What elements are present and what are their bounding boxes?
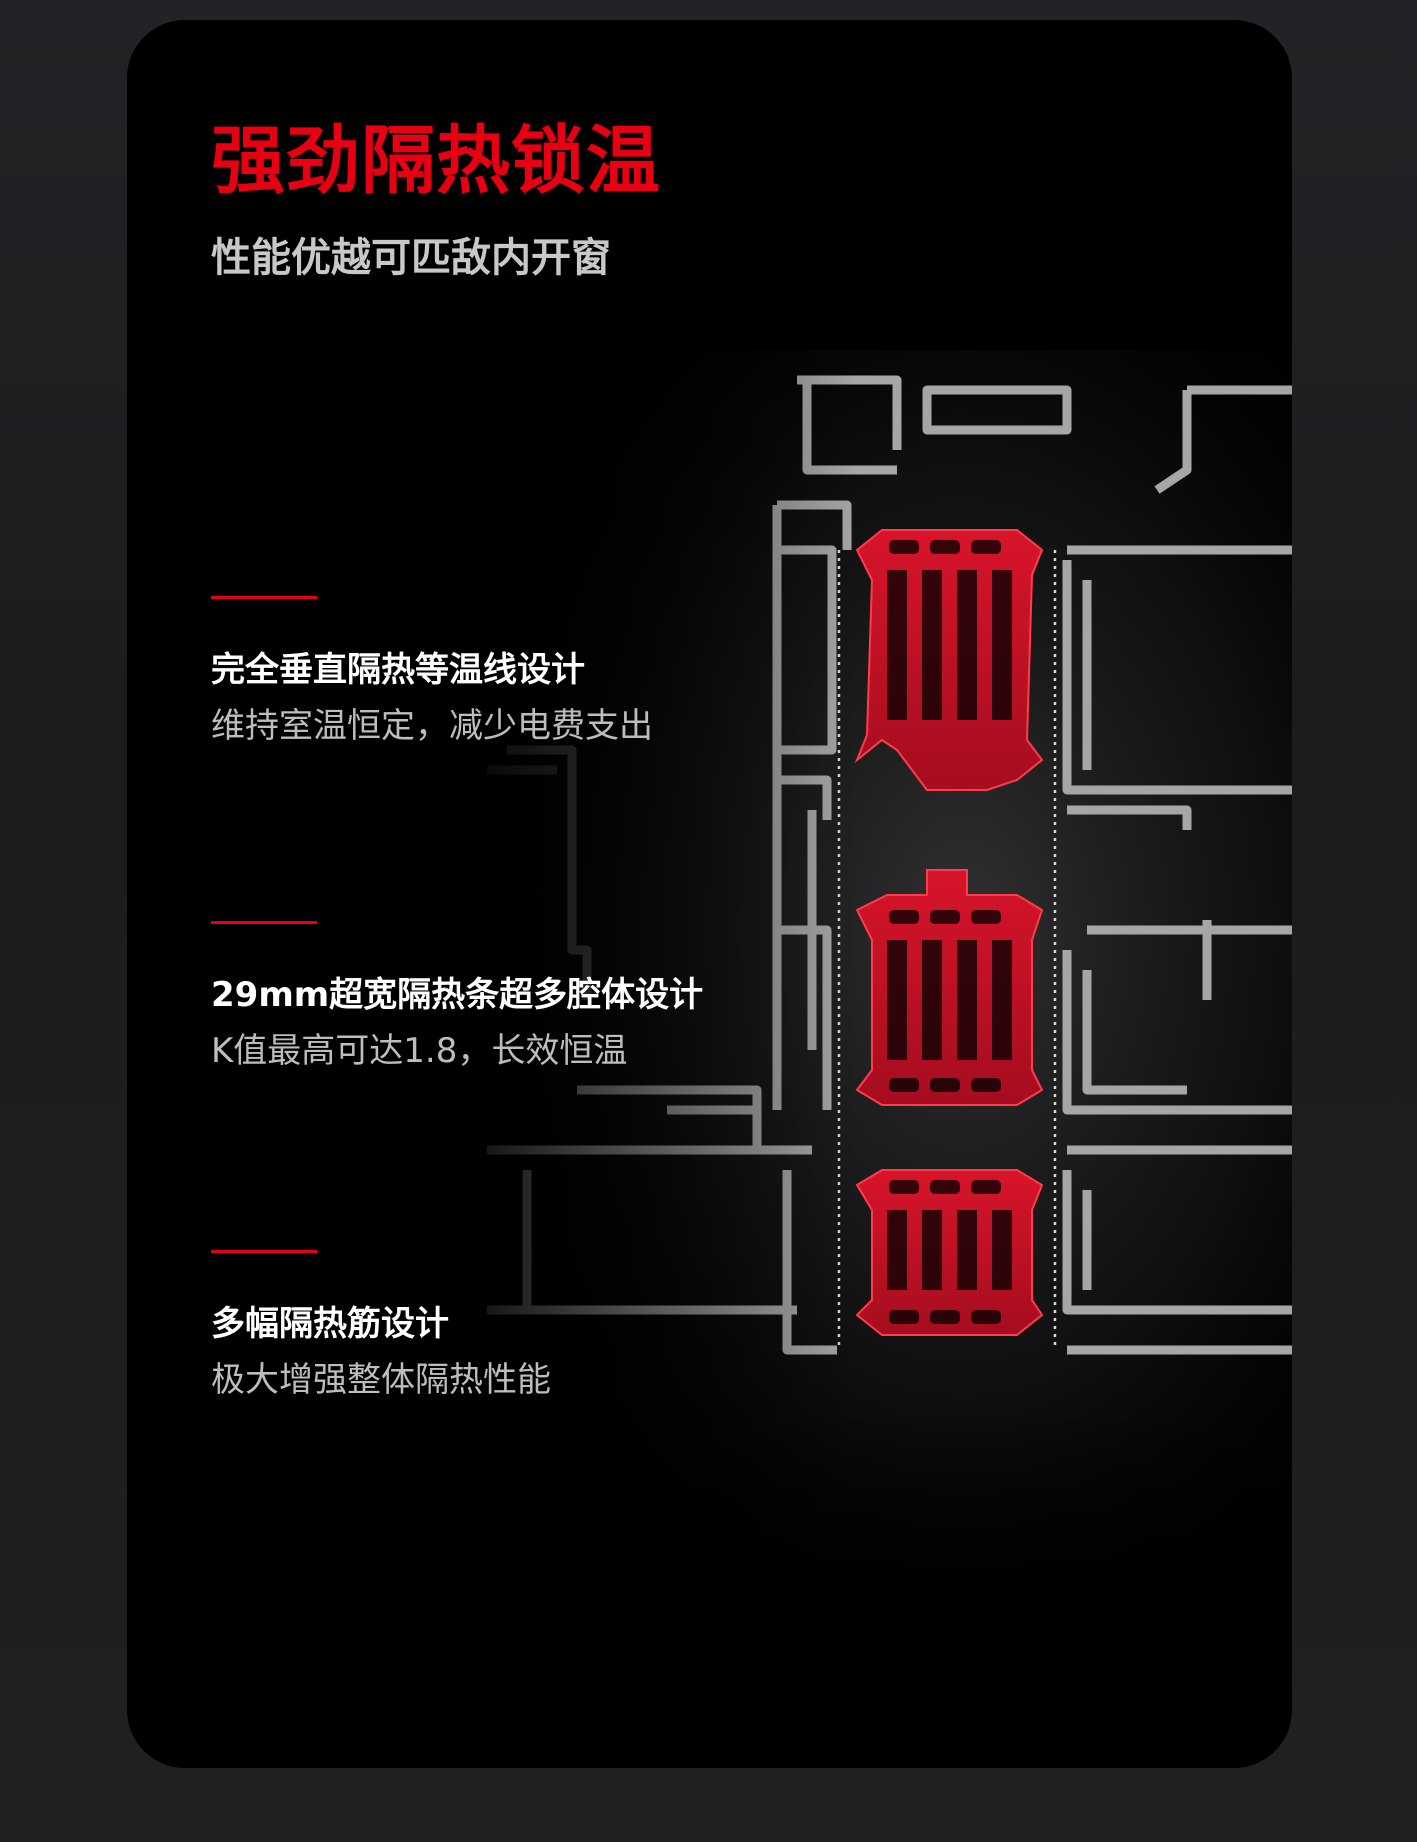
feature-description: K值最高可达1.8，长效恒温 [211, 1031, 628, 1071]
accent-divider [211, 921, 317, 924]
accent-divider [211, 1250, 317, 1253]
feature-item: 29mm超宽隔热条超多腔体设计 K值最高可达1.8，长效恒温 [211, 921, 731, 1068]
window-profile-cross-section-icon [427, 350, 1292, 1640]
page-subtitle: 性能优越可匹敌内开窗 [211, 235, 611, 281]
feature-description: 维持室温恒定，减少电费支出 [211, 706, 653, 746]
feature-title: 完全垂直隔热等温线设计 [211, 650, 585, 690]
accent-divider [211, 596, 317, 599]
feature-title: 29mm超宽隔热条超多腔体设计 [211, 975, 704, 1015]
feature-item: 完全垂直隔热等温线设计 维持室温恒定，减少电费支出 [211, 596, 731, 743]
feature-title: 多幅隔热筋设计 [211, 1304, 449, 1344]
feature-card: 强劲隔热锁温 性能优越可匹敌内开窗 [127, 20, 1292, 1768]
page-title: 强劲隔热锁温 [211, 118, 661, 204]
feature-description: 极大增强整体隔热性能 [211, 1360, 551, 1400]
feature-item: 多幅隔热筋设计 极大增强整体隔热性能 [211, 1250, 731, 1397]
